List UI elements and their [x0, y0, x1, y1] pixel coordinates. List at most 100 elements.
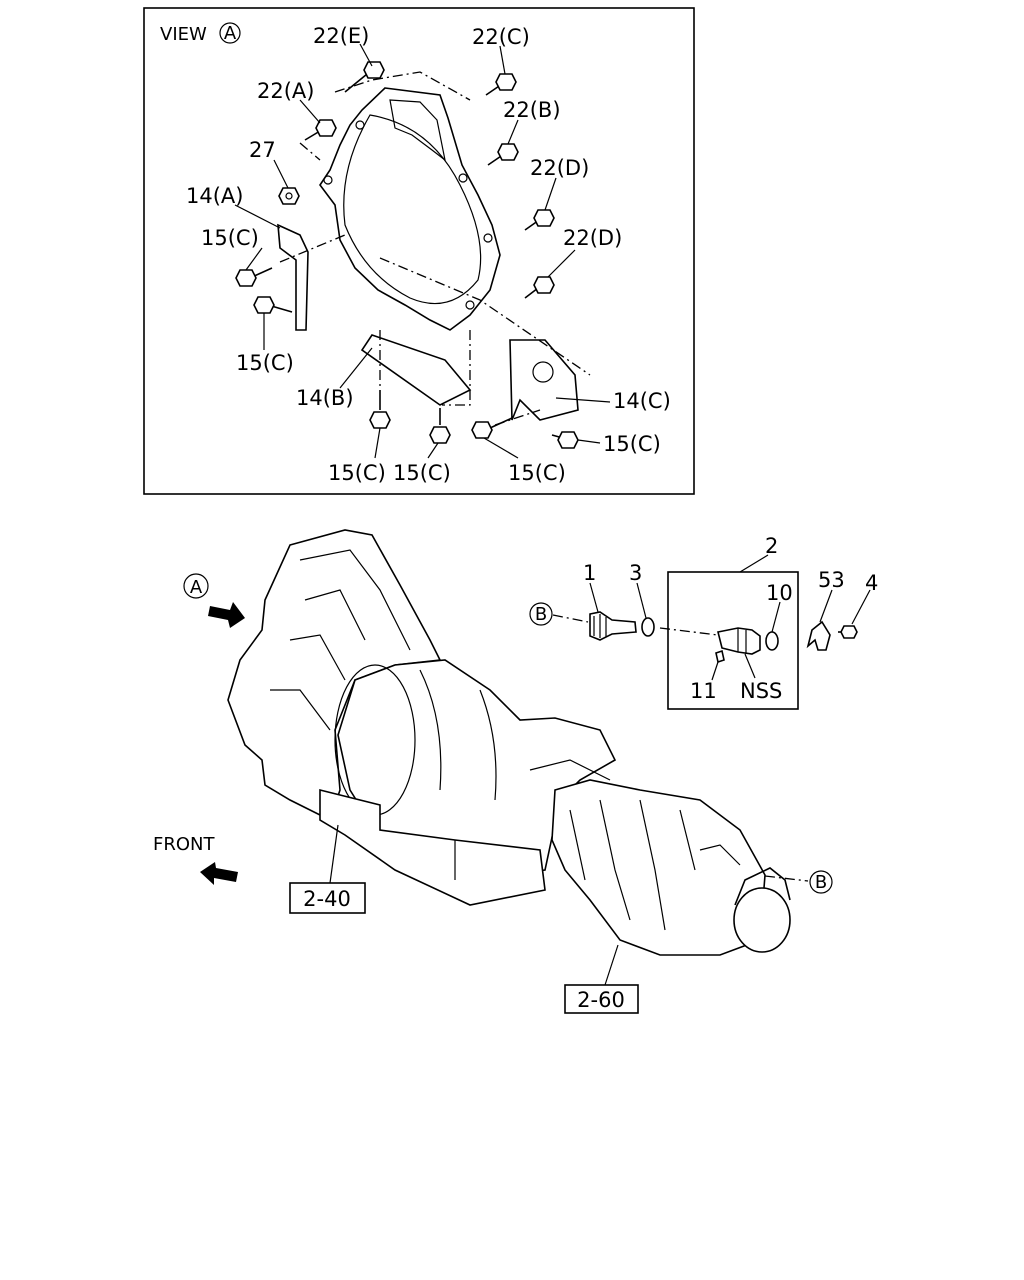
leader-4 — [851, 589, 871, 625]
extension-ribs — [569, 799, 696, 931]
label-15c-bottom-a: 15(C) — [328, 461, 386, 485]
view-a-title: VIEW — [160, 24, 207, 45]
pan-details — [454, 759, 611, 880]
bolt-22a — [304, 119, 337, 141]
label-1: 1 — [583, 561, 596, 585]
leader-15c-right-b — [577, 439, 601, 444]
ref-b-circle-lower — [809, 870, 833, 894]
leader-14c — [555, 397, 611, 403]
ref-b-leader — [764, 875, 809, 882]
ref-box-2-60 — [564, 984, 639, 1014]
output-shaft-body — [734, 867, 791, 906]
oil-pan — [319, 788, 546, 906]
ref-box-2-40 — [289, 882, 366, 914]
leader-15c-bottom-a — [374, 427, 381, 459]
leader-3 — [636, 582, 647, 619]
plate-14b — [360, 334, 472, 406]
bolt-15c-bottom-b — [429, 408, 451, 444]
leader-22d-upper — [544, 177, 557, 211]
leader-1 — [589, 582, 599, 613]
view-a-marker-letter: A — [190, 577, 203, 598]
driven-gear-1 — [589, 611, 637, 641]
bolt-22d-upper — [524, 209, 555, 231]
housing-inner-edge — [343, 114, 482, 305]
leader-22d-lower — [547, 249, 576, 278]
housing-rib — [389, 99, 446, 162]
label-11: 11 — [690, 679, 717, 703]
leader-15c-left-upper — [245, 247, 263, 271]
leader-22a — [299, 99, 321, 124]
alignment-line — [442, 330, 471, 406]
bolt-22b — [487, 143, 519, 166]
label-15c-left-lower: 15(C) — [236, 351, 294, 375]
label-22a: 22(A) — [257, 79, 314, 103]
front-arrow-icon — [200, 862, 238, 885]
label-15c-left-upper: 15(C) — [201, 226, 259, 250]
bolt-hole — [465, 300, 475, 310]
sensor-alignment-line — [659, 627, 719, 636]
leader-11 — [711, 661, 719, 681]
bolt-15c-right-b — [551, 431, 579, 449]
leader-2-60 — [604, 944, 619, 986]
label-4: 4 — [865, 571, 878, 595]
label-14a: 14(A) — [186, 184, 243, 208]
bolt-15c-left-upper — [235, 267, 273, 287]
view-a-arrow-icon — [208, 602, 245, 628]
bolt-22e — [344, 61, 385, 93]
part-2-frame — [667, 571, 799, 710]
front-label: FRONT — [153, 834, 215, 855]
label-nss: NSS — [740, 679, 782, 703]
bracket-14a — [277, 223, 309, 331]
alignment-line — [299, 142, 321, 161]
label-2: 2 — [765, 534, 778, 558]
ref-b-lower: B — [815, 872, 827, 893]
label-14c: 14(C) — [613, 389, 671, 413]
case-contours — [419, 669, 497, 801]
bolt-4 — [838, 625, 858, 639]
view-a-marker-circle — [183, 573, 209, 599]
label-22d-lower: 22(D) — [563, 226, 622, 250]
output-detail — [699, 844, 741, 866]
leader-27 — [273, 159, 289, 189]
label-14b: 14(B) — [296, 386, 354, 410]
leader-53 — [819, 589, 833, 623]
leader-15c-bottom-b — [427, 442, 439, 459]
ref-b-circle-upper — [529, 602, 553, 626]
label-3: 3 — [629, 561, 642, 585]
bolt-15c-left-lower — [253, 296, 293, 314]
transmission-assembly — [227, 529, 791, 956]
gear-teeth — [593, 614, 607, 638]
bracket-14c-hole — [532, 361, 554, 383]
pin-11 — [715, 649, 725, 664]
o-ring-3 — [641, 617, 655, 637]
sleeve-nss — [717, 627, 761, 655]
leader-22b — [507, 119, 519, 145]
label-22b: 22(B) — [503, 98, 561, 122]
speed-sensor-group: B 1 3 2 10 11 NSS 53 4 — [529, 534, 878, 710]
leader-22c — [499, 45, 506, 75]
leader-22e — [359, 43, 373, 67]
bracket-14c — [509, 339, 579, 421]
alignment-line — [334, 71, 471, 101]
label-53: 53 — [818, 568, 845, 592]
ref-2-40: 2-40 — [289, 824, 366, 914]
seal-10 — [765, 631, 779, 651]
label-22c: 22(C) — [472, 25, 530, 49]
output-ref-b: B — [764, 870, 833, 894]
bolt-22c — [485, 73, 517, 96]
label-22e: 22(E) — [313, 24, 369, 48]
bolt-hole — [355, 120, 365, 130]
nut-27 — [278, 187, 300, 205]
alignment-line — [494, 409, 541, 426]
bolt-hole — [323, 175, 333, 185]
leader-14b — [339, 347, 373, 389]
label-15c-right-a: 15(C) — [508, 461, 566, 485]
leader-2 — [739, 554, 769, 573]
view-a-inset: VIEW A — [143, 7, 695, 495]
bolt-hole — [483, 233, 493, 243]
ref-label-2-60: 2-60 — [577, 988, 625, 1012]
ref-b-upper: B — [535, 604, 547, 625]
bolt-15c-bottom-a — [369, 390, 391, 429]
output-shaft-end — [733, 887, 791, 953]
